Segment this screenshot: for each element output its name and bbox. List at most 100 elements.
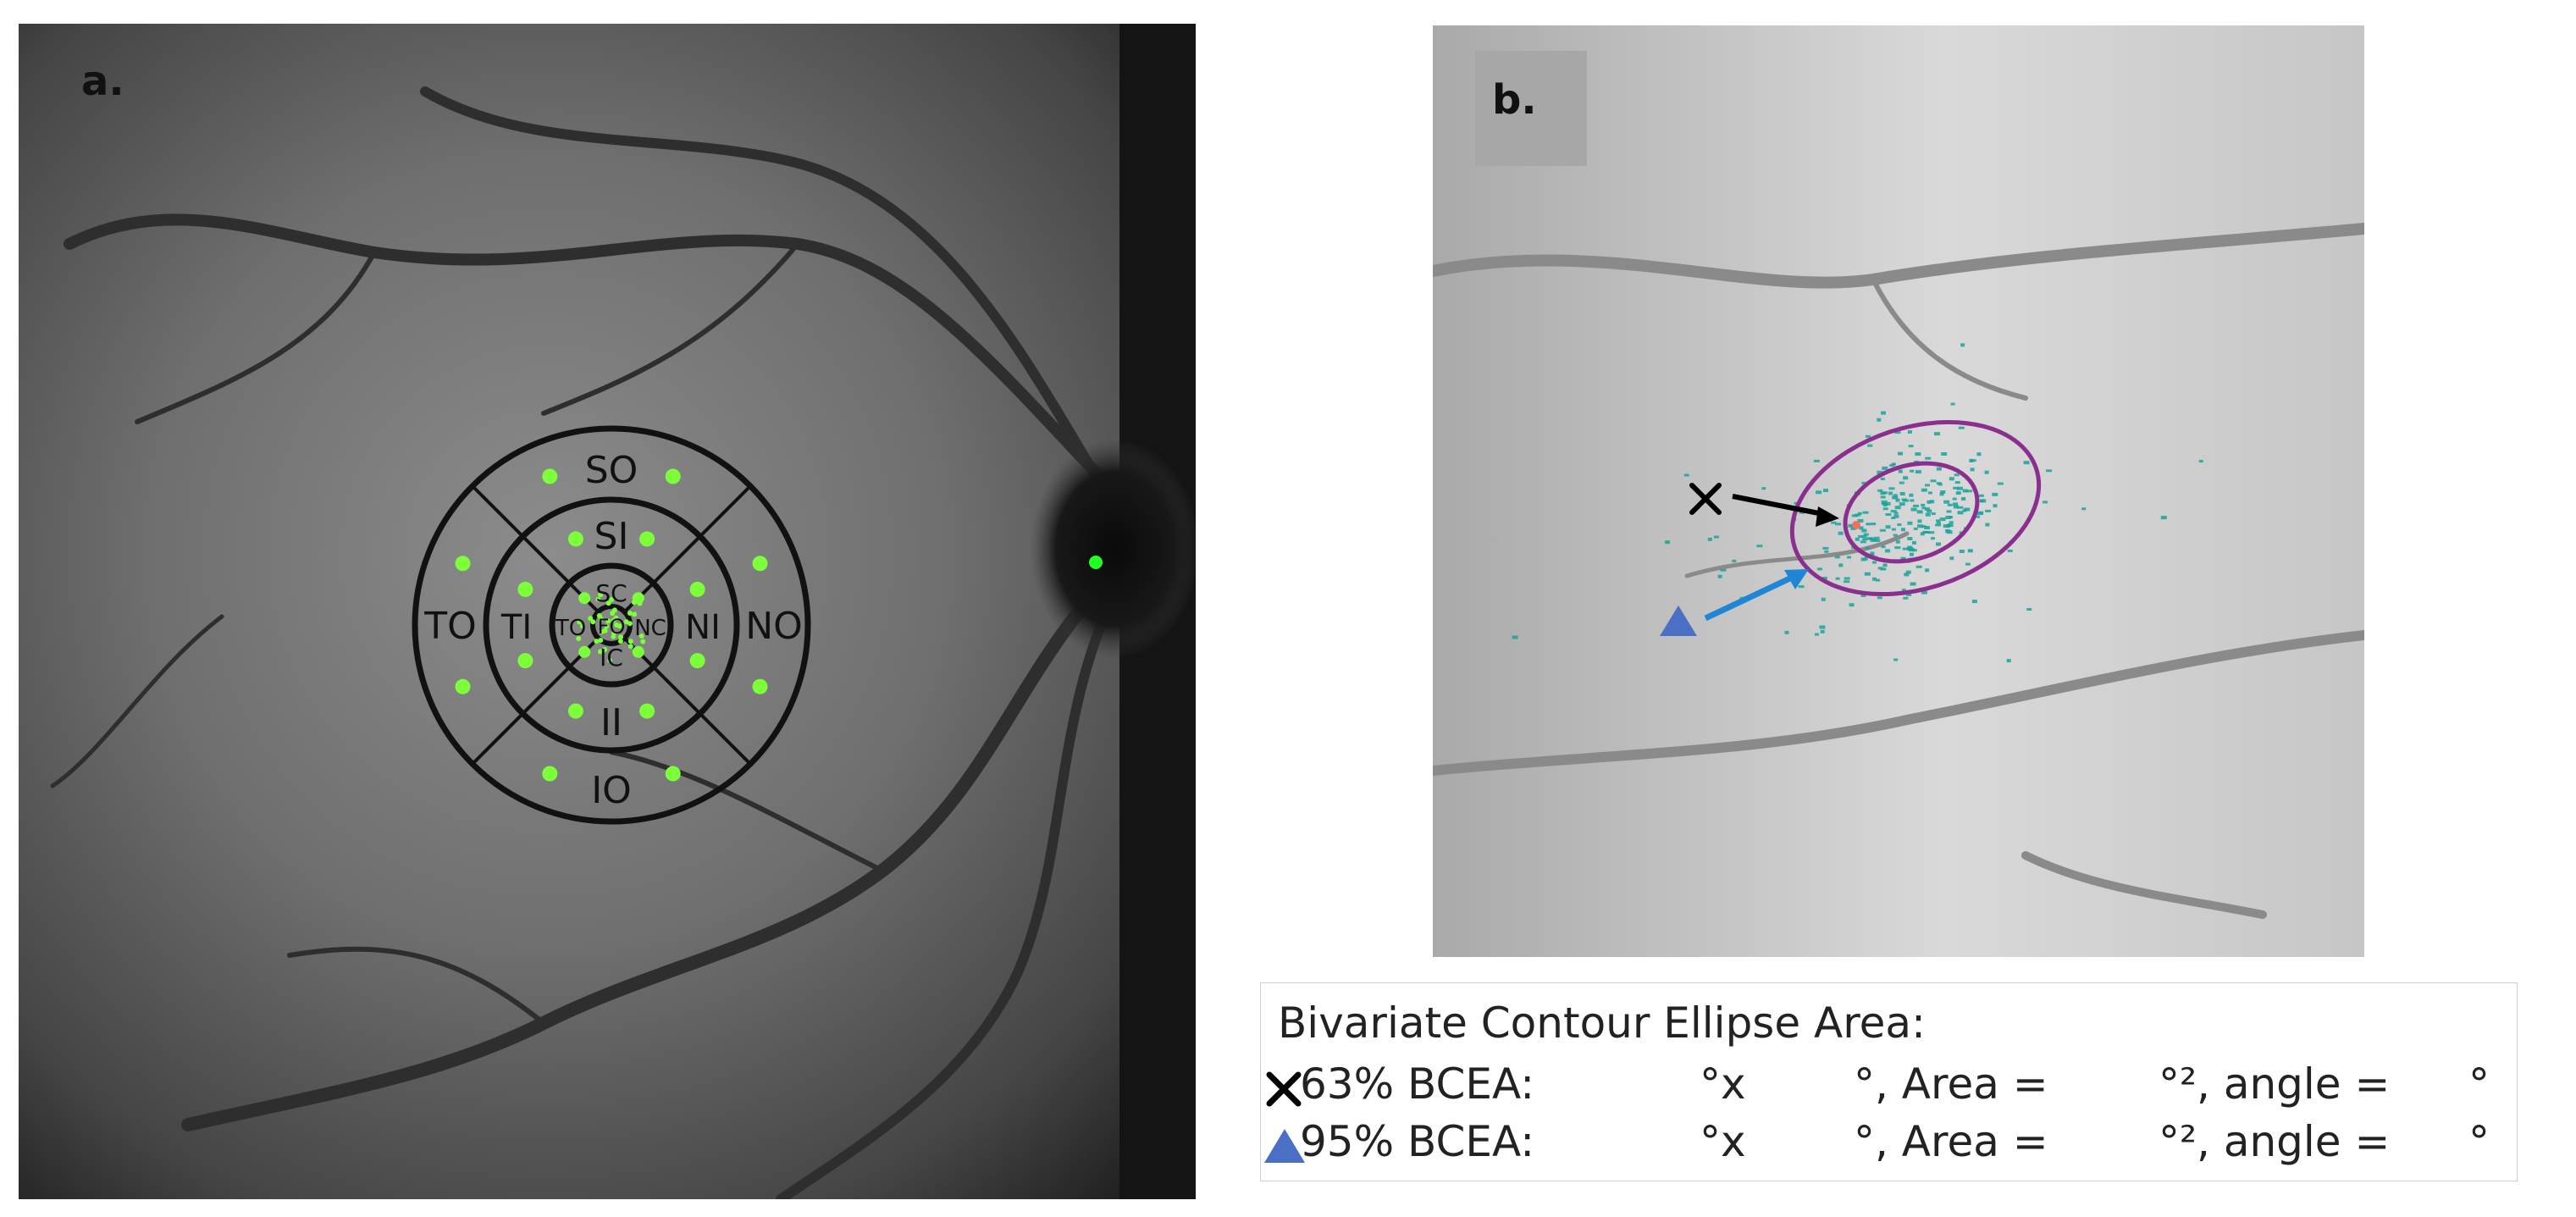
legend-63-label: 63% BCEA: <box>1300 1059 1535 1109</box>
fixation-point <box>1834 556 1840 559</box>
fixation-point <box>1901 589 1906 592</box>
central-stimulus-point <box>627 621 633 627</box>
legend-95-label: 95% BCEA: <box>1300 1117 1535 1166</box>
fixation-point <box>1863 533 1869 536</box>
panel-b-label: b. <box>1492 76 1537 124</box>
sector-labels: SO SI SC TO TI TO FO NC NI NO IC II IO <box>423 449 803 812</box>
fixation-point <box>1917 524 1924 528</box>
fixation-point <box>1881 500 1888 504</box>
fixation-point <box>1872 539 1877 542</box>
panel-a-label: a. <box>81 58 124 105</box>
fixation-point <box>1947 523 1954 528</box>
central-stimulus-point <box>598 638 604 643</box>
fixation-point <box>1915 452 1921 456</box>
central-stimulus-point <box>598 592 604 598</box>
fixation-point <box>1893 512 1899 515</box>
fixation-point <box>1908 445 1914 448</box>
fixation-point <box>1717 574 1722 578</box>
fixation-point <box>1907 537 1913 540</box>
fixation-point <box>1965 562 1971 566</box>
fixation-point <box>1865 434 1871 438</box>
fixation-point <box>1920 532 1925 536</box>
fixation-point <box>1958 426 1965 429</box>
fixation-point <box>1997 482 2004 485</box>
label-ii: II <box>600 701 622 744</box>
fixation-point <box>1838 531 1844 535</box>
fixation-point <box>1925 456 1932 460</box>
fixation-point <box>1953 502 1959 506</box>
central-stimulus-point <box>609 597 615 602</box>
fixation-point <box>1889 464 1895 467</box>
fixation-point <box>1849 603 1855 607</box>
fixation-point <box>1977 512 1983 516</box>
arrow-63-head <box>1816 506 1839 527</box>
fixation-point <box>1949 477 1954 481</box>
fixation-point <box>1871 523 1877 526</box>
fixation-point <box>1936 467 1942 471</box>
fixation-point <box>1857 519 1864 523</box>
fixation-point <box>1939 517 1946 522</box>
legend-63-dim2-unit: °, Area = <box>1854 1059 2048 1109</box>
fixation-point <box>1761 487 1766 490</box>
optic-disc <box>1031 439 1196 659</box>
fixation-point <box>2043 501 2048 504</box>
fixation-point <box>1957 511 1964 515</box>
ellipse-95-bcea <box>1789 419 2042 597</box>
label-io: IO <box>591 769 632 812</box>
panel-b-label-box <box>1475 51 1587 166</box>
stimulus-point <box>567 531 583 547</box>
legend-95-area-unit: °², angle = <box>2159 1117 2391 1166</box>
fixation-point <box>1925 484 1930 487</box>
fixation-point <box>1927 491 1932 495</box>
central-stimulus-point <box>590 619 596 625</box>
legend-63-area-unit: °², angle = <box>2159 1059 2391 1109</box>
fixation-point <box>1907 547 1914 551</box>
fixation-point <box>1894 430 1901 434</box>
fixation-point <box>1940 490 1946 494</box>
fixation-point <box>1984 470 1989 474</box>
grid-outer-ring <box>412 425 811 825</box>
fixation-point <box>1895 498 1900 502</box>
fixation-point <box>1900 556 1906 561</box>
fixation-point <box>1819 625 1826 629</box>
fixation-point <box>1925 507 1930 512</box>
fixation-point <box>1921 488 1927 492</box>
fixation-point <box>1784 630 1789 634</box>
fixation-point <box>1844 580 1850 584</box>
fixation-point <box>1813 459 1820 462</box>
fixation-point <box>1831 521 1837 524</box>
stimulus-point <box>578 645 591 658</box>
label-si: SI <box>594 515 629 558</box>
legend-title: Bivariate Contour Ellipse Area: <box>1278 998 1926 1048</box>
central-stimulus-point <box>577 619 583 625</box>
fixation-point <box>1910 499 1915 502</box>
fixation-point <box>1823 489 1828 492</box>
fixation-point <box>1880 491 1886 495</box>
fixation-point <box>1966 490 1973 493</box>
label-fo: FO <box>598 615 626 639</box>
grid-inner-ring <box>483 496 740 754</box>
stimulus-point <box>542 468 558 484</box>
fixation-point <box>1907 521 1913 525</box>
label-ni: NI <box>685 608 721 647</box>
arrow-95-line <box>1704 573 1797 622</box>
central-stimulus-point <box>604 623 610 629</box>
fixation-point <box>1954 473 1960 477</box>
fixation-point <box>1905 570 1911 574</box>
fixation-centroid <box>1852 521 1860 529</box>
fixation-point <box>1913 527 1918 530</box>
fixation-point <box>1820 629 1825 633</box>
fixation-point <box>1881 545 1886 549</box>
fixation-point <box>1907 430 1912 434</box>
fixation-point <box>1899 481 1904 484</box>
central-stimulus-point <box>637 600 643 606</box>
fixation-point <box>1936 542 1941 546</box>
fixation-point <box>1862 511 1869 514</box>
fixation-point <box>1930 479 1937 483</box>
fixation-point <box>1921 525 1926 528</box>
panel-b-fixation: b. <box>1433 25 2364 957</box>
fixation-point <box>1861 534 1867 538</box>
retinal-vessels-b <box>1433 223 2364 919</box>
fixation-point <box>1953 505 1959 509</box>
fixation-point <box>1921 590 1927 595</box>
